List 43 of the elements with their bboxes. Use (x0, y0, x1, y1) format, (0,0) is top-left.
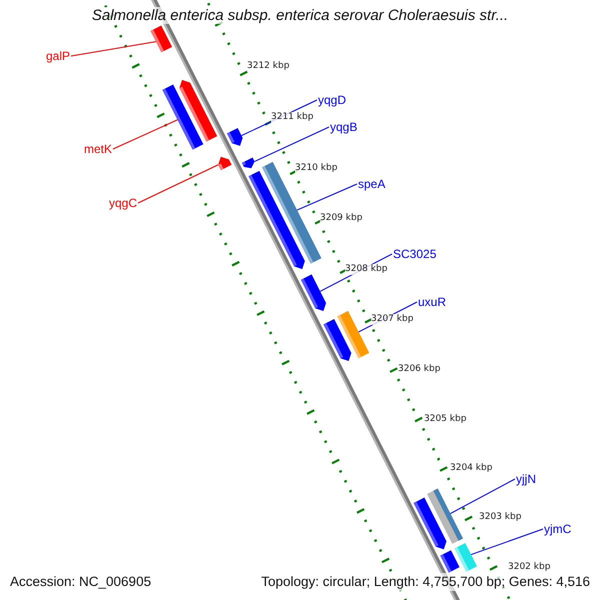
genome-summary-text: Topology: circular; Length: 4,755,700 bp; Genes: 4,516 (259, 573, 592, 591)
gene-label: galP (46, 49, 70, 63)
leader-line (254, 126, 330, 162)
leader-line (138, 164, 219, 204)
gene-label: SC3025 (393, 247, 436, 261)
leader-line (320, 254, 392, 292)
scale-label: 3203 kbp (479, 512, 522, 523)
leader-line (70, 41, 156, 56)
leader-line (112, 119, 178, 150)
gene-label: uxuR (418, 295, 446, 309)
gene-label: yqgB (330, 120, 358, 134)
gene-feature (300, 274, 326, 312)
scale-label: 3202 kbp (508, 562, 550, 573)
scale-label: 3210 kbp (295, 163, 338, 174)
gene-label: metK (84, 142, 112, 156)
leader-line (450, 478, 516, 514)
scale-label: 3205 kbp (424, 414, 466, 425)
gene-feature (150, 25, 172, 52)
leader-line (470, 528, 544, 556)
scale-label: 3208 kbp (345, 264, 388, 275)
gene-label: yjmC (544, 522, 572, 536)
scale-label: 3204 kbp (450, 463, 492, 474)
gene-feature (337, 310, 370, 358)
accession-text: Accession: NC_006905 (8, 573, 154, 591)
gene-feature (440, 550, 460, 573)
scale-label: 3207 kbp (371, 314, 414, 325)
gene-label: yjjN (516, 472, 536, 486)
gene-label: yqgD (318, 93, 346, 107)
gene-label: speA (358, 177, 386, 191)
leader-line (296, 184, 358, 211)
gene-feature (454, 542, 477, 572)
gene-feature (179, 80, 218, 142)
gene-feature (242, 157, 255, 168)
scale-label: 3211 kbp (271, 112, 314, 123)
gene-feature (427, 488, 463, 544)
gene-feature (227, 128, 243, 146)
gene-label: yqgC (108, 196, 137, 210)
leader-line (241, 100, 318, 136)
gene-feature (218, 156, 232, 170)
scale-label: 3206 kbp (398, 364, 440, 375)
scale-label: 3212 kbp (247, 61, 290, 72)
scale-label: 3209 kbp (320, 213, 362, 224)
leader-line (358, 302, 418, 332)
